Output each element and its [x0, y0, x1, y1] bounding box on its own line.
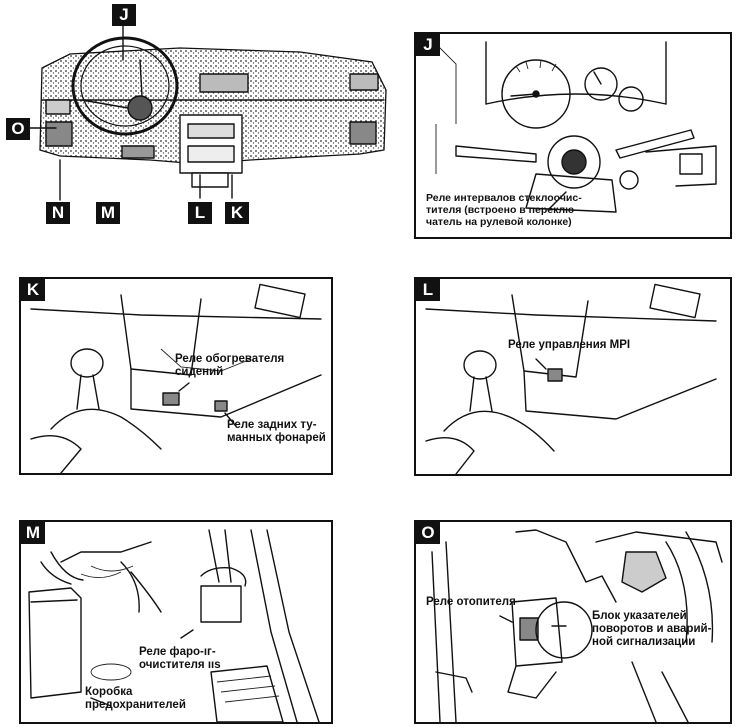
tag-j: J [112, 4, 136, 26]
panel-k-caption-seat-heater: Реле обогревателя сидений [175, 353, 285, 378]
panel-j: J Реле интервалов стеклоочис- тителя (вс… [414, 32, 732, 239]
tag-n: N [46, 202, 70, 224]
panel-m-caption-relay: Реле фаро-ıг- очистителя ııs [139, 646, 221, 671]
tag-k: K [225, 202, 249, 224]
panel-k: K Реле обогревателя сидений Реле задних … [19, 277, 333, 475]
tag-l: L [188, 202, 212, 224]
mpi-relay-drawing [425, 283, 717, 474]
panel-l: L Реле управления MPI [414, 277, 732, 476]
panel-o: O Реле отопителя Блок указателей поворот… [414, 520, 732, 724]
panel-o-tag: O [416, 522, 440, 544]
tag-m: M [96, 202, 120, 224]
panel-j-tag: J [416, 34, 440, 56]
dashboard-drawing [29, 21, 387, 201]
overview-diagram: J O N M L K [0, 0, 400, 230]
steering-column-drawing [435, 41, 717, 213]
panel-l-caption: Реле управления MPI [508, 339, 631, 351]
heater-relay-drawing [431, 529, 723, 722]
panel-o-caption-heater-relay: Реле отопителя [426, 596, 516, 608]
panel-k-caption-fog-lamps: Реле задних ту- манных фонарей [227, 419, 326, 444]
panel-l-tag: L [416, 279, 440, 301]
center-console-drawing [30, 283, 322, 473]
panel-o-caption-turn-signal-block: Блок указателей поворотов и аварий- ной … [592, 610, 712, 648]
panel-m-tag: M [21, 522, 45, 544]
panel-k-tag: K [21, 279, 45, 301]
panel-m-caption-fuse-box: Коробка предохранителей [85, 686, 186, 711]
tag-o: O [6, 118, 30, 140]
panel-j-caption: Реле интервалов стеклоочис- тителя (встр… [426, 192, 582, 228]
fuse-box-drawing [28, 529, 320, 722]
panel-m: M Реле фаро-ıг- очистителя ııs Коробка п… [19, 520, 333, 724]
